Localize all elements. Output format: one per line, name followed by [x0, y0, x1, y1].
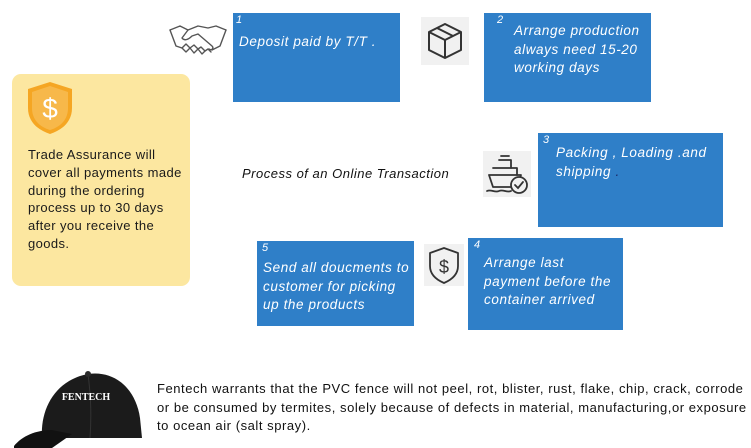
trade-assurance-text: Trade Assurance will cover all payments … [28, 147, 182, 251]
cap-logo-text: FENTECH [62, 392, 111, 403]
step-text: Arrange production always need 15-20 wor… [514, 23, 640, 75]
step-number: 3 [543, 134, 550, 146]
step-text-main: Packing , Loading .and shipping [556, 145, 707, 179]
step-text: Deposit paid by T/T . [239, 34, 377, 49]
dollar-shield-icon: $ [28, 82, 72, 134]
handshake-icon [169, 25, 227, 55]
ship-icon [483, 151, 531, 197]
black-cap-image: FENTECH [14, 371, 142, 448]
step-text: Send all doucments to customer for picki… [263, 260, 410, 312]
step-text: Arrange last payment before the containe… [484, 255, 612, 307]
step-1-box: 1 Deposit paid by T/T . [233, 13, 400, 102]
step-number: 2 [497, 14, 504, 26]
trade-assurance-card: $ Trade Assurance will cover all payment… [12, 74, 190, 286]
box-icon [421, 17, 469, 65]
step-number: 4 [474, 239, 481, 251]
step-text: Packing , Loading .and shipping . [556, 144, 720, 181]
step-5-box: 5 Send all doucments to customer for pic… [257, 241, 414, 326]
svg-text:$: $ [42, 93, 58, 124]
process-title: Process of an Online Transaction [242, 166, 450, 181]
step-number: 1 [236, 14, 243, 26]
step-2-box: 2 Arrange production always need 15-20 w… [484, 13, 651, 102]
step-number: 5 [262, 242, 269, 254]
dollar-shield-outline-icon: $ [424, 244, 464, 286]
step-3-box: 3 Packing , Loading .and shipping . [538, 133, 723, 227]
step-text-trailing: . [615, 163, 620, 179]
svg-text:$: $ [439, 257, 449, 277]
warranty-text: Fentech warrants that the PVC fence will… [157, 381, 747, 433]
step-4-box: 4 Arrange last payment before the contai… [468, 238, 623, 330]
